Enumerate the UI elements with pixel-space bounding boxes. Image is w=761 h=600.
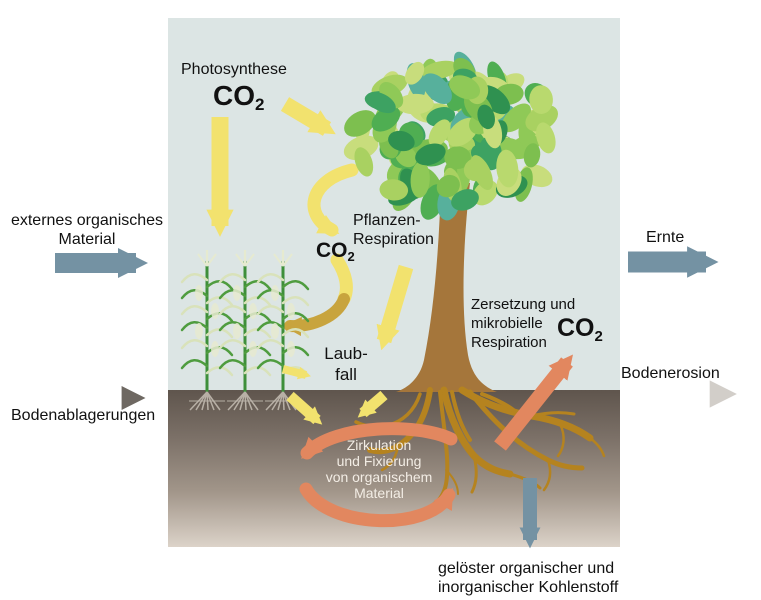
- ecosystem-panel: [168, 18, 620, 547]
- external-material-line1: externes organisches: [10, 212, 164, 229]
- soil-region: [168, 390, 620, 547]
- dissolved-carbon-label: gelöster organischer und inorganischer K…: [438, 559, 618, 597]
- external-material-label: externes organisches Material: [6, 211, 168, 249]
- dissolved-carbon-line2: inorganischer Kohlenstoff: [438, 579, 619, 596]
- deposition-label: Bodenablagerungen: [11, 407, 156, 424]
- external-material-line2: Material: [58, 231, 116, 248]
- erosion-label: Bodenerosion: [621, 365, 720, 382]
- dissolved-carbon-line1: gelöster organischer und: [438, 560, 615, 577]
- harvest-label: Ernte: [646, 229, 685, 246]
